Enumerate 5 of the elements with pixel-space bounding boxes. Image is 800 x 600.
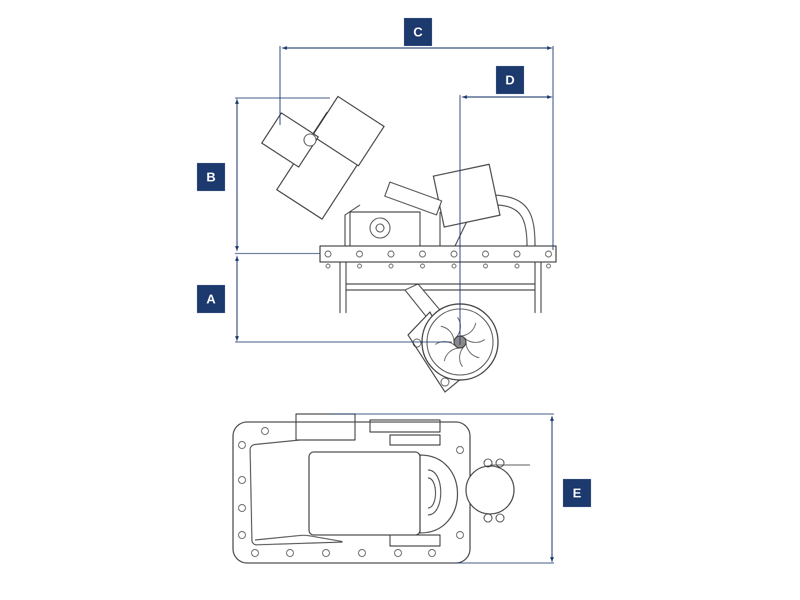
dimension-label: C xyxy=(404,18,432,46)
dimension-label: B xyxy=(197,163,225,191)
dimension-label: E xyxy=(563,479,591,507)
dimension-label: D xyxy=(496,66,524,94)
dimension-label: A xyxy=(197,285,225,313)
